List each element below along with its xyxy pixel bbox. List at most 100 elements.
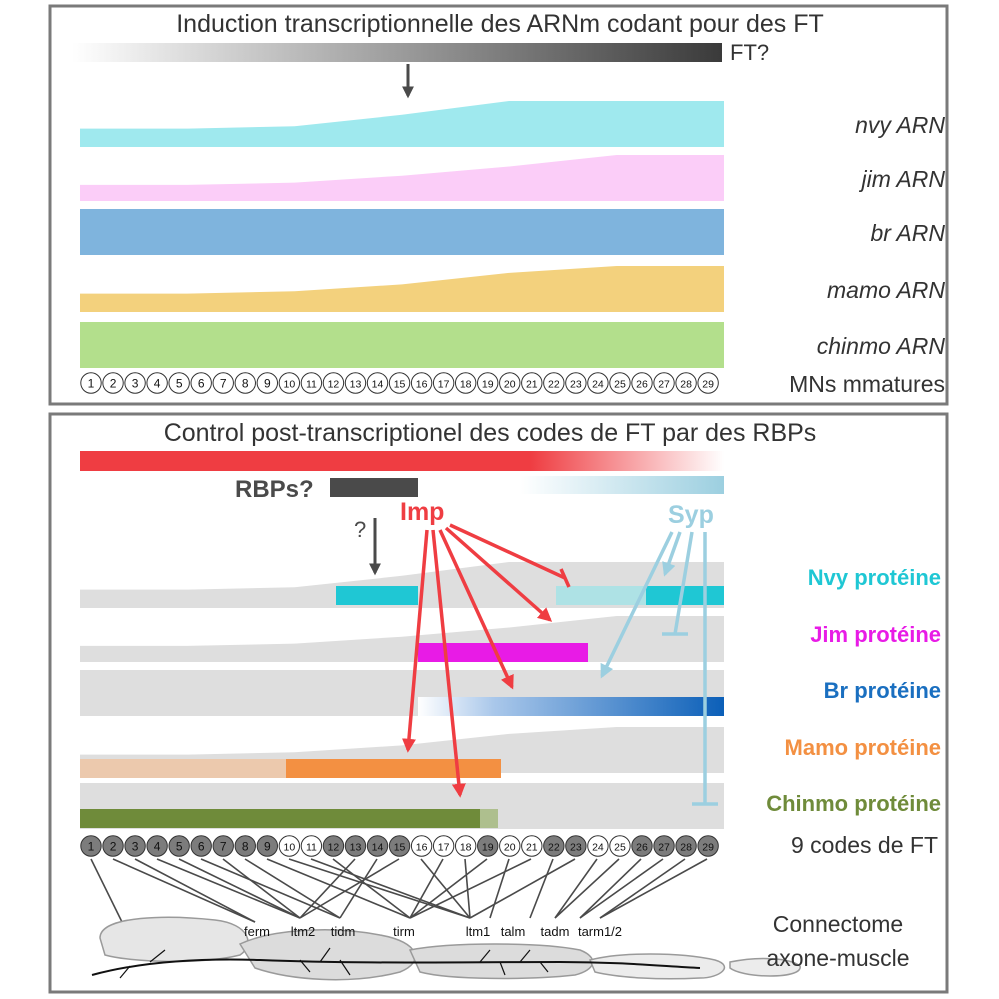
mrna-profile-5 [80, 322, 724, 368]
mn-number: 14 [372, 378, 384, 390]
ft-code-circle [80, 835, 102, 857]
mn-number: 27 [658, 378, 670, 390]
rbps-question-label: RBPs? [235, 476, 314, 503]
mn-number: 7 [220, 376, 227, 390]
mrna-profile-2 [80, 155, 724, 201]
ft-code-circle [212, 835, 234, 857]
protein-label-1: Nvy protéine [808, 565, 941, 590]
mn-circle [565, 372, 587, 394]
connectome-lines [90, 858, 708, 923]
imp-to-br-arrow [438, 529, 514, 690]
motor-axon-branches [119, 947, 549, 979]
syp-to-jim-inhibition [673, 531, 694, 635]
nvy-protein-bar-late [646, 586, 724, 605]
chinmo-protein-bar [80, 809, 480, 828]
ft-code-number: 7 [220, 839, 227, 853]
mn-circle [190, 372, 212, 394]
mn-circle [631, 372, 653, 394]
ft-code-circle [146, 835, 168, 857]
muscle-label: ltm2 [291, 924, 316, 939]
leg-segment-tip [729, 957, 801, 977]
ft-code-circle [499, 835, 521, 857]
muscle-label: tadm [541, 924, 570, 939]
mn-number: 19 [482, 378, 494, 390]
mn-number: 12 [328, 378, 340, 390]
protein-label-2: Jim protéine [810, 622, 941, 647]
ft-code-number: 26 [636, 841, 648, 853]
mn-number: 23 [570, 378, 582, 390]
muscle-label: tirm [393, 924, 415, 939]
ft-code-number: 15 [394, 841, 406, 853]
muscle-label: ltm1 [466, 924, 491, 939]
syp-to-br-arrow [600, 531, 674, 679]
nvy-protein-bar-early [336, 586, 418, 605]
ft-code-circle [322, 835, 345, 857]
top-panel-title: Induction transcriptionnelle des ARNm co… [176, 10, 824, 38]
mn-circle [675, 372, 697, 394]
ft-code-circle [102, 835, 124, 857]
mn-number: 18 [460, 378, 472, 390]
syp-to-nvy-arrow [662, 531, 682, 577]
mn-number: 5 [176, 376, 183, 390]
imp-regulation-arrows [401, 523, 571, 798]
ft-code-number: 18 [460, 841, 472, 853]
ft-code-circle [631, 835, 653, 857]
mn-circle [432, 372, 455, 394]
imp-to-chinmo-arrow [431, 529, 466, 798]
ft-code-circle [410, 835, 433, 857]
jim-protein-bar [418, 643, 588, 662]
ft-code-circle [609, 835, 631, 857]
mn-number: 9 [264, 376, 271, 390]
ft-code-number: 19 [482, 841, 494, 853]
mn-circle [102, 372, 124, 394]
ft-code-number: 16 [416, 841, 428, 853]
mn-circle [146, 372, 168, 394]
ft-code-circle [565, 835, 587, 857]
imp-label: Imp [400, 498, 444, 526]
ft-code-number: 22 [548, 841, 560, 853]
mrna-profile-3 [80, 209, 724, 255]
ft-code-number: 2 [110, 839, 117, 853]
ft-code-circle [300, 835, 323, 857]
mn-circle [278, 372, 301, 394]
mn-circle [234, 372, 256, 394]
ft-code-circle [124, 835, 146, 857]
mn-number: 4 [154, 376, 161, 390]
syp-label: Syp [668, 501, 714, 529]
mn-number: 3 [132, 376, 139, 390]
mn-circle [697, 372, 719, 394]
ft-codes-label: 9 codes de FT [791, 832, 938, 858]
ft-code-circle [653, 835, 675, 857]
mn-number: 1 [88, 376, 95, 390]
ft-code-circle [366, 835, 389, 857]
mn-circle [410, 372, 433, 394]
ft-code-number: 6 [198, 839, 205, 853]
ft-code-circle [190, 835, 212, 857]
bottom-panel-frame [48, 412, 949, 994]
ft-code-number: 25 [614, 841, 626, 853]
ft-code-number: 12 [328, 841, 340, 853]
mn-circle [499, 372, 521, 394]
mn-number: 28 [680, 378, 692, 390]
mrna-profile-4 [80, 266, 724, 312]
mn-number: 24 [592, 378, 604, 390]
ft-code-number: 24 [592, 841, 604, 853]
muscle-label: tarm1/2 [578, 924, 622, 939]
ft-code-circle [256, 835, 279, 857]
ft-code-number: 5 [176, 839, 183, 853]
mamo-protein-bar [286, 759, 501, 778]
mn-circle [653, 372, 675, 394]
ft-code-number: 8 [242, 839, 249, 853]
imp-to-nvy-inhibition [449, 523, 566, 580]
ft-code-number: 21 [526, 841, 538, 853]
mn-number: 2 [110, 376, 117, 390]
ft-code-number: 20 [504, 841, 516, 853]
top-panel-frame [48, 4, 949, 406]
mn-circle [477, 372, 499, 394]
imp-gradient-bar [80, 451, 724, 471]
protein-rows [80, 562, 724, 829]
mn-circle [543, 372, 565, 394]
ft-code-circle [543, 835, 565, 857]
protein-label-3: Br protéine [824, 678, 941, 703]
